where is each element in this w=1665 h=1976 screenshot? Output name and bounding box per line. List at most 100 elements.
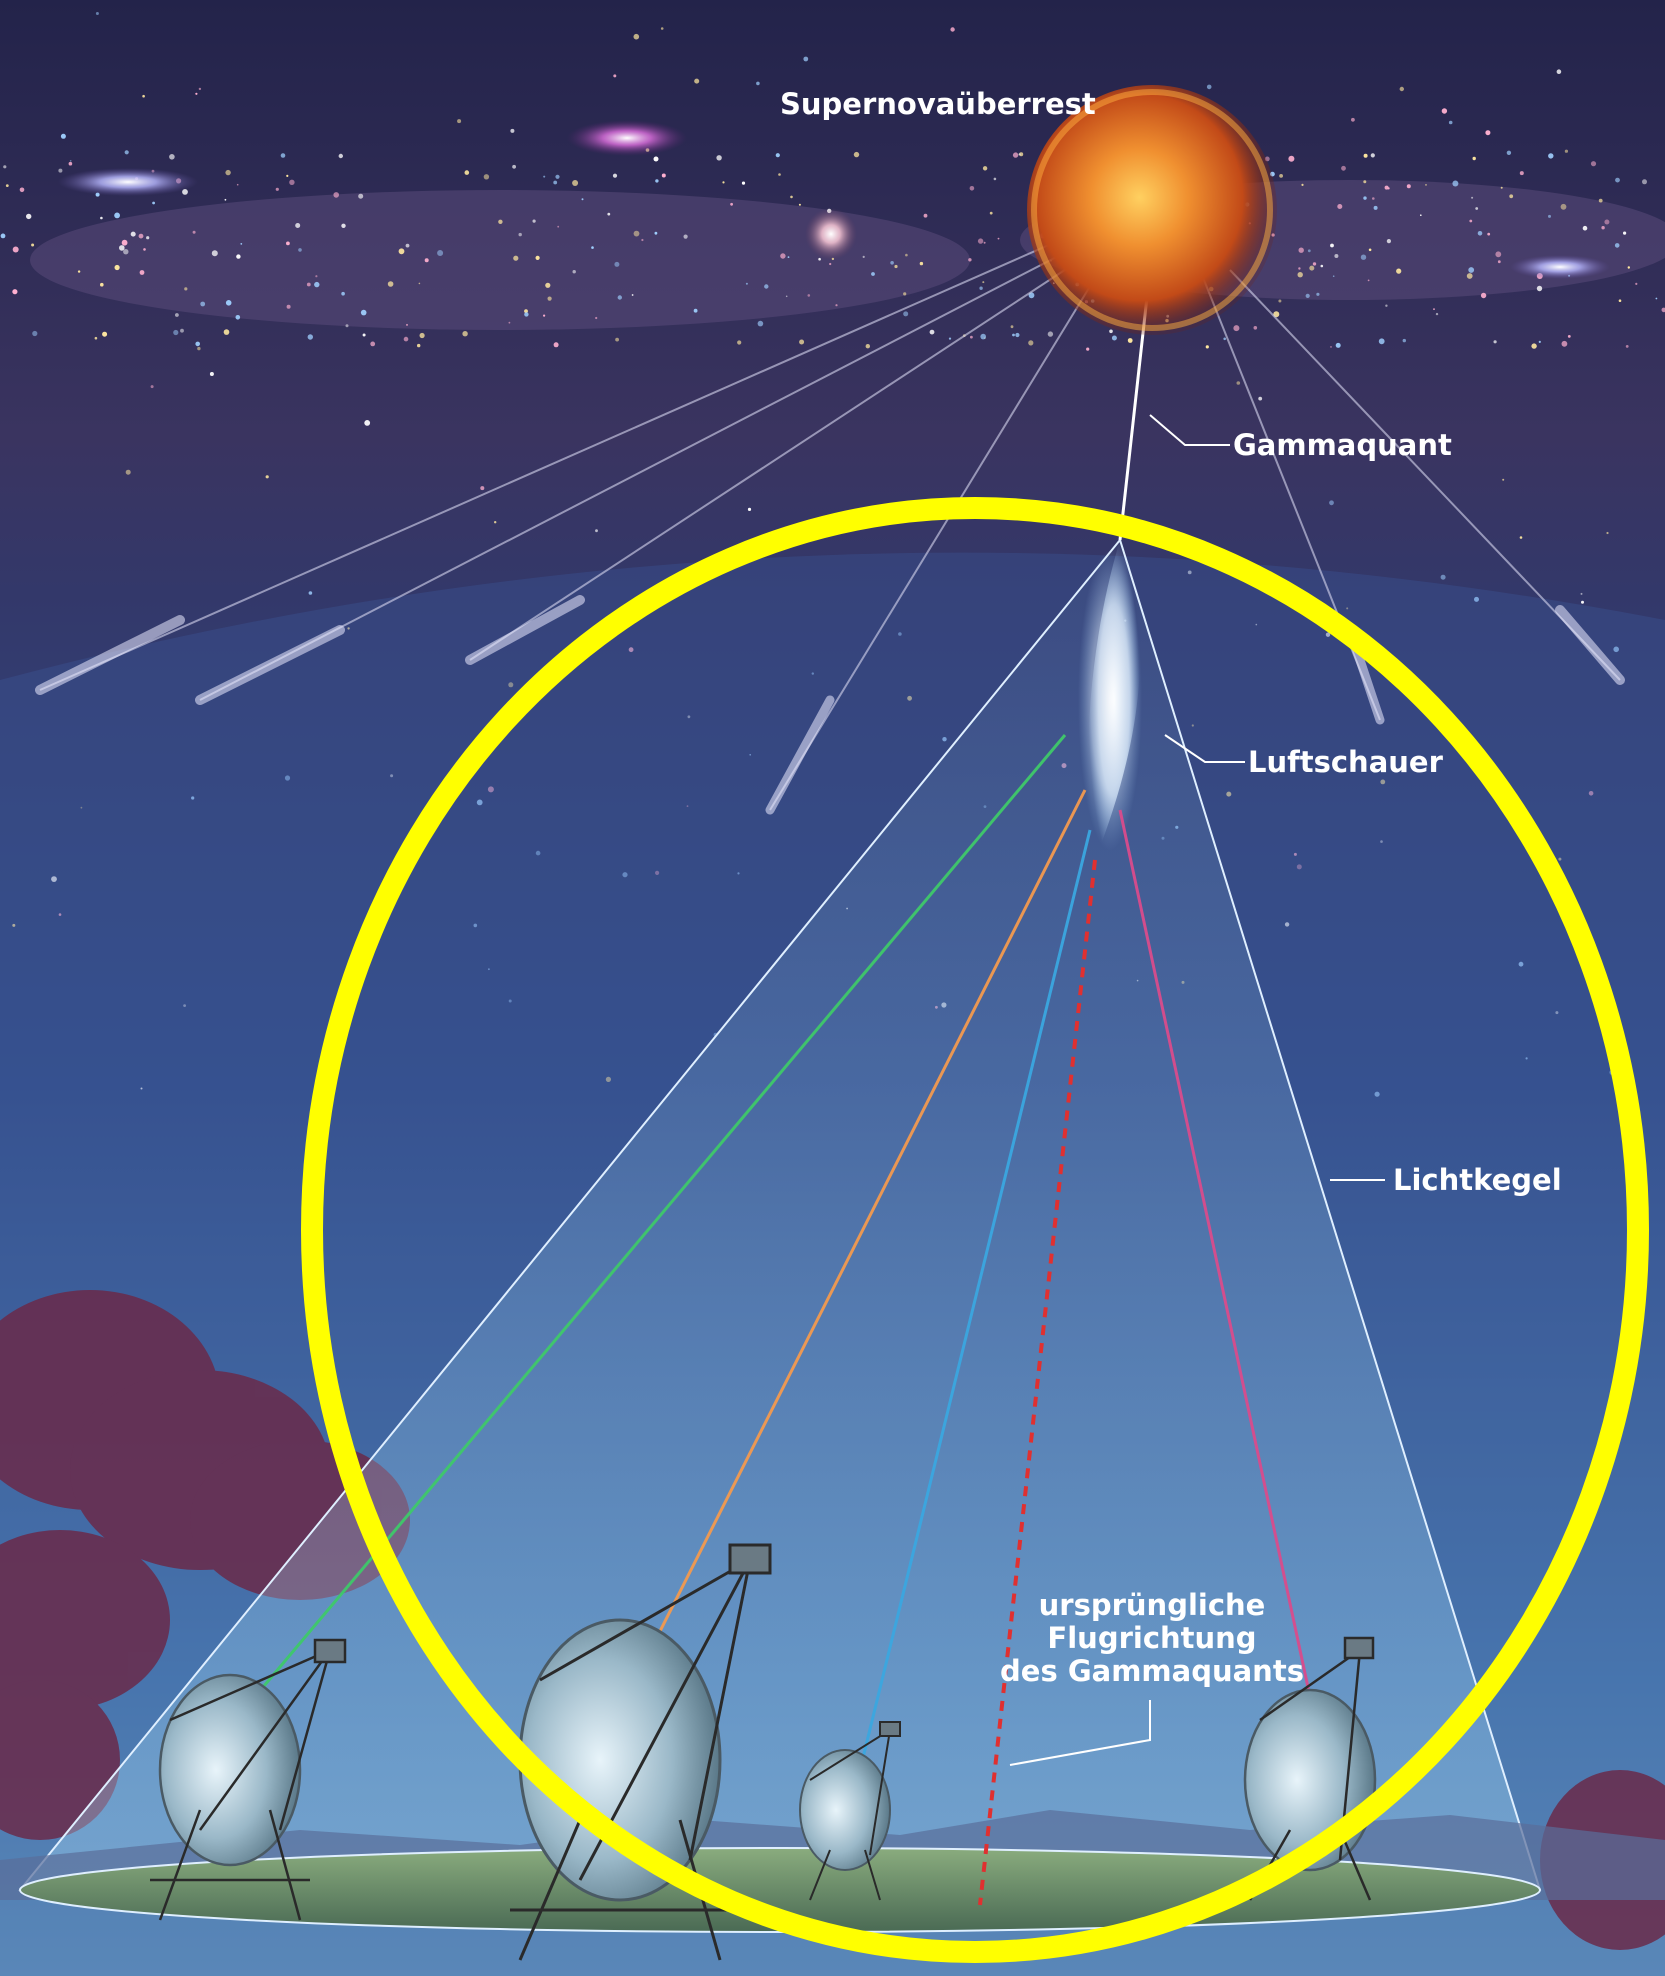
star — [1509, 194, 1514, 199]
star — [405, 243, 410, 248]
star — [1425, 184, 1427, 186]
star — [1293, 852, 1297, 856]
star — [807, 294, 811, 297]
star — [686, 805, 689, 807]
star — [968, 258, 972, 262]
star — [1625, 345, 1629, 348]
star — [1346, 607, 1349, 610]
star — [818, 257, 821, 261]
star — [1452, 180, 1459, 187]
star — [982, 166, 988, 171]
star — [871, 272, 875, 276]
star — [1316, 292, 1320, 296]
star — [1402, 338, 1407, 343]
star — [119, 245, 125, 251]
star — [150, 385, 154, 389]
star — [1627, 266, 1631, 269]
galaxy-round — [805, 208, 857, 260]
star — [1493, 340, 1497, 344]
star — [51, 876, 57, 882]
star — [969, 186, 975, 191]
star — [622, 872, 628, 878]
star — [1018, 153, 1021, 156]
star — [418, 282, 421, 285]
star — [553, 342, 559, 348]
star — [983, 241, 986, 244]
star — [1329, 500, 1334, 506]
star — [223, 329, 230, 335]
star — [730, 202, 733, 206]
label-air-shower: Luftschauer — [1248, 745, 1444, 779]
star — [1519, 171, 1524, 176]
star — [1448, 120, 1453, 125]
star — [655, 870, 660, 876]
ray-orange — [598, 789, 1087, 1751]
star — [406, 323, 408, 326]
star — [1615, 177, 1620, 183]
star — [757, 320, 764, 327]
star — [898, 632, 902, 636]
original-direction-line — [978, 859, 1097, 1906]
star — [1307, 249, 1311, 253]
star — [69, 160, 72, 162]
star — [1335, 342, 1341, 348]
star — [1334, 254, 1339, 258]
star — [977, 238, 984, 244]
star — [1380, 840, 1383, 843]
label-light-cone: Lichtkegel — [1393, 1163, 1562, 1197]
star — [1518, 961, 1524, 967]
star — [660, 27, 664, 30]
star — [1469, 219, 1473, 223]
label-leaders — [1009, 414, 1385, 1766]
star — [26, 213, 32, 220]
star — [123, 249, 129, 255]
star — [398, 248, 405, 255]
star — [240, 243, 243, 245]
star — [1363, 153, 1368, 158]
star — [473, 923, 478, 928]
star — [1399, 86, 1405, 92]
star — [919, 261, 924, 266]
star — [1582, 225, 1588, 231]
star — [1441, 108, 1448, 114]
star — [306, 282, 311, 287]
star — [100, 282, 104, 287]
star — [591, 246, 594, 249]
star — [1258, 396, 1263, 401]
star — [633, 230, 640, 237]
star — [195, 92, 198, 95]
star — [970, 335, 973, 339]
star — [980, 333, 986, 340]
star — [683, 234, 688, 239]
star — [387, 281, 394, 287]
star — [5, 184, 9, 188]
star — [488, 968, 490, 971]
star — [1012, 333, 1015, 337]
label-gamma-quantum: Gammaquant — [1233, 428, 1452, 462]
star — [1623, 231, 1627, 235]
star — [535, 255, 540, 260]
star — [716, 155, 722, 161]
star — [31, 243, 35, 247]
star — [130, 231, 136, 237]
star — [1474, 596, 1479, 602]
star — [535, 850, 541, 856]
star — [58, 168, 63, 173]
star — [1480, 292, 1487, 299]
star — [1555, 1011, 1559, 1015]
ground-disc — [19, 1847, 1541, 1933]
star — [198, 87, 202, 91]
star — [749, 754, 751, 756]
star — [790, 195, 793, 199]
star — [508, 321, 511, 324]
star — [1012, 152, 1019, 158]
star — [1374, 1091, 1380, 1097]
star — [1580, 592, 1583, 595]
star — [192, 230, 196, 234]
star — [1420, 214, 1422, 216]
star — [905, 253, 908, 257]
star — [225, 300, 232, 306]
star — [476, 799, 483, 806]
star — [487, 786, 494, 793]
telescope-3 — [799, 1721, 901, 1901]
